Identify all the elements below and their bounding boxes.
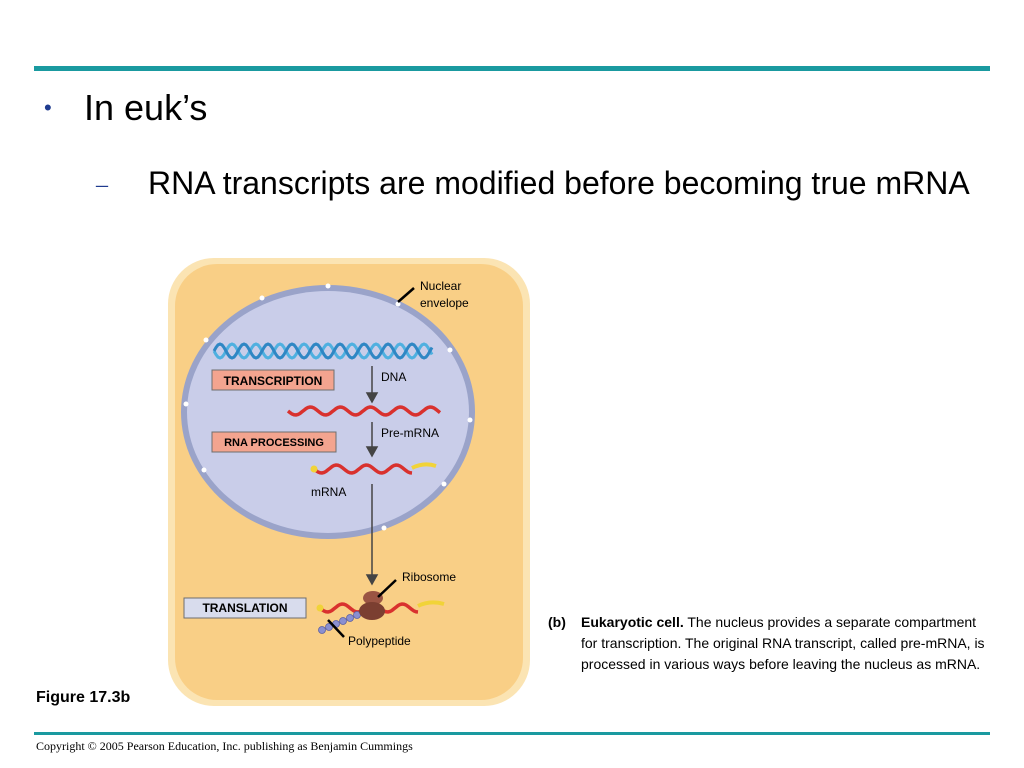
top-rule [34, 66, 990, 71]
caption-title: Eukaryotic cell. [581, 614, 684, 630]
nuclear-envelope-label-line2: envelope [420, 296, 469, 310]
nuclear-envelope-label-line1: Nuclear [420, 279, 461, 293]
pre-mrna-label: Pre-mRNA [381, 426, 439, 440]
polypeptide-label: Polypeptide [348, 634, 411, 648]
figure-label: Figure 17.3b [36, 689, 131, 706]
five-prime-cap [310, 465, 318, 473]
copyright-notice: Copyright © 2005 Pearson Education, Inc.… [36, 739, 413, 753]
figure-caption: (b) Eukaryotic cell. The nucleus provide… [548, 612, 988, 675]
transcription-box [211, 369, 335, 391]
nucleus [187, 291, 469, 533]
bullet-dot: • [44, 95, 52, 120]
rna-processing-box [211, 431, 337, 453]
dna-helix [212, 342, 434, 360]
caption-id: (b) [548, 614, 566, 630]
transcription-label: TRANSCRIPTION [224, 374, 323, 388]
pre-mrna-strand [286, 405, 442, 417]
nuclear-pores [183, 283, 473, 531]
poly-a-tail [411, 462, 437, 470]
bullet-1: • In euk’s [44, 86, 207, 130]
ribosome-icon [359, 591, 385, 620]
mrna-label: mRNA [311, 485, 346, 499]
flow-arrows [365, 366, 379, 586]
caption-body: Eukaryotic cell. The nucleus provides a … [581, 612, 988, 675]
bottom-rule [34, 732, 990, 735]
sub-bullet-1: – RNA transcripts are modified before be… [96, 162, 988, 208]
translation-label: TRANSLATION [202, 601, 287, 615]
cytoplasmic-poly-a-tail [417, 600, 445, 608]
rna-processing-label: RNA PROCESSING [224, 437, 324, 449]
caption-text: The nucleus provides a separate compartm… [581, 614, 985, 672]
mrna-strand [312, 463, 413, 475]
dna-label: DNA [381, 370, 406, 384]
cytoplasmic-cap [316, 604, 324, 612]
sub-bullet-dash: – [96, 172, 108, 198]
translation-box [183, 597, 307, 619]
bullet-text: In euk’s [84, 87, 208, 128]
sub-bullet-text: RNA transcripts are modified before beco… [148, 165, 970, 201]
leader-lines [327, 287, 415, 638]
ribosome-label: Ribosome [402, 570, 456, 584]
